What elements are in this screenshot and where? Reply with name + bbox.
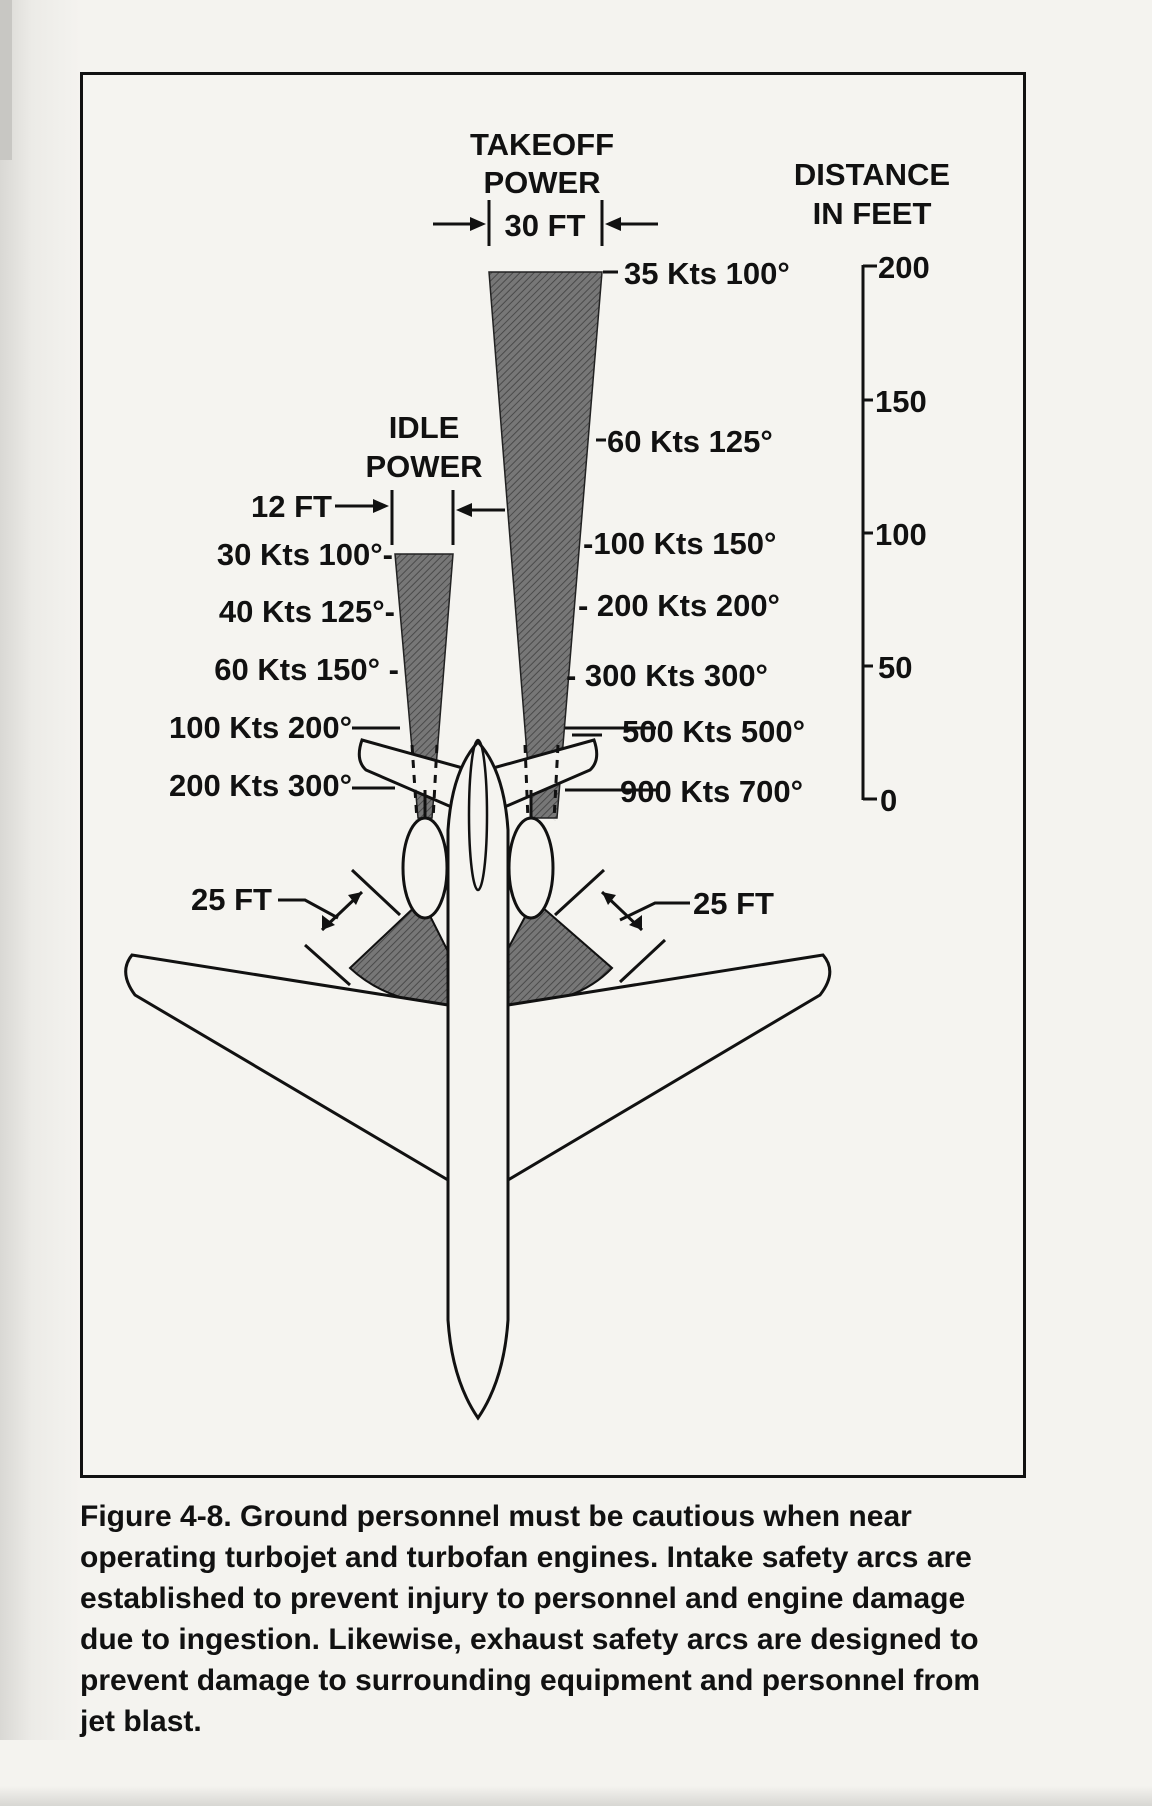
scale-tick-label: 150 xyxy=(875,384,927,419)
figure-caption: Figure 4-8. Ground personnel must be cau… xyxy=(80,1500,981,1738)
takeoff-title-line1: TAKEOFF xyxy=(470,127,614,162)
right-stabilizer xyxy=(484,738,599,818)
arrow-icon xyxy=(322,915,335,930)
takeoff-marker-label: - 200 Kts 200° xyxy=(578,588,780,623)
arrow-left-icon xyxy=(605,217,621,231)
idle-marker-label: 200 Kts 300° xyxy=(169,768,352,803)
scan-shadow-left xyxy=(0,0,80,1740)
arrow-icon xyxy=(629,915,642,930)
arrow-right-icon xyxy=(373,499,389,513)
fuselage xyxy=(446,739,510,1421)
idle-width-indicator xyxy=(335,490,505,545)
takeoff-width-label: 30 FT xyxy=(505,208,586,243)
intake-right-label: 25 FT xyxy=(693,886,774,921)
scan-shadow-bottom xyxy=(0,1786,1152,1806)
scale-title-line2: IN FEET xyxy=(813,196,932,231)
takeoff-marker-label: -100 Kts 150° xyxy=(583,526,776,561)
idle-title-line2: POWER xyxy=(365,449,482,484)
takeoff-marker-label: - 300 Kts 300° xyxy=(566,658,768,693)
scale-tick-label: 200 xyxy=(878,250,930,285)
arrow-icon xyxy=(602,892,616,905)
idle-marker-label: 100 Kts 200° xyxy=(169,710,352,745)
takeoff-marker-leaders xyxy=(565,270,660,792)
idle-marker-label: 30 Kts 100°- xyxy=(217,537,393,572)
left-engine xyxy=(401,816,449,920)
arrow-left-icon xyxy=(456,503,472,517)
arrow-right-icon xyxy=(470,217,486,231)
right-engine xyxy=(507,816,555,920)
takeoff-marker-label: 35 Kts 100° xyxy=(624,256,790,291)
scale-title-line1: DISTANCE xyxy=(794,157,950,192)
idle-marker-leaders xyxy=(352,726,400,790)
idle-marker-label: 40 Kts 125°- xyxy=(219,594,395,629)
left-wing xyxy=(124,953,450,1183)
right-wing xyxy=(506,953,832,1183)
takeoff-marker-label: 900 Kts 700° xyxy=(620,774,803,809)
takeoff-blast-plume xyxy=(488,271,603,819)
idle-width-label: 12 FT xyxy=(251,489,332,524)
scale-tick-label: 100 xyxy=(875,517,927,552)
intake-left-label: 25 FT xyxy=(191,882,272,917)
idle-blast-plume xyxy=(394,553,454,819)
scale-tick-label: 50 xyxy=(878,650,912,685)
takeoff-width-indicator xyxy=(433,200,658,246)
takeoff-marker-label: 60 Kts 125° xyxy=(607,424,773,459)
takeoff-title-line2: POWER xyxy=(483,165,600,200)
idle-title-line1: IDLE xyxy=(389,410,460,445)
arrow-icon xyxy=(348,892,362,905)
scan-shadow-corner xyxy=(0,0,12,160)
takeoff-marker-label: 500 Kts 500° xyxy=(622,714,805,749)
idle-marker-label: 60 Kts 150° - xyxy=(214,652,399,687)
scale-tick-label: 0 xyxy=(880,783,897,818)
blast-centerlines xyxy=(410,744,560,821)
aircraft-outline xyxy=(124,738,832,1421)
tail-fin xyxy=(467,738,489,892)
distance-scale-axis xyxy=(861,264,877,801)
